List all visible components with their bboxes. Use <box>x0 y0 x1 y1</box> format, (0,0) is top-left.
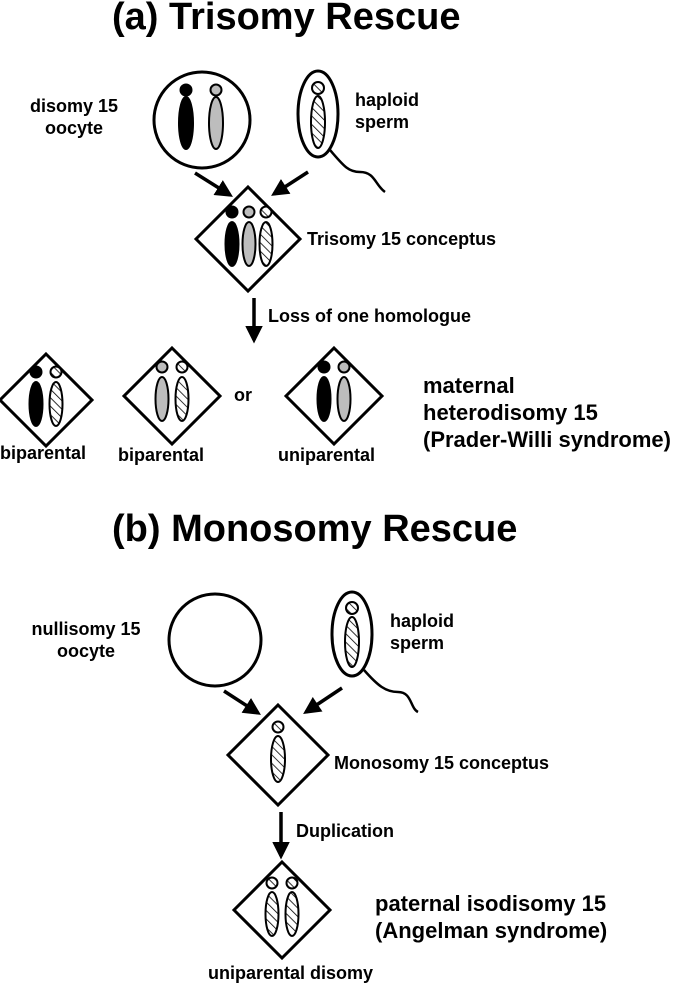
outcome-uniparental <box>283 345 385 447</box>
sperm-a-label-line2: sperm <box>355 112 410 132</box>
monosomy-conceptus <box>225 702 331 808</box>
result-maternal-heterodisomy: maternal heterodisomy 15 (Prader-Willi s… <box>423 372 671 453</box>
outcome-label-1: biparental <box>0 443 87 463</box>
nullisomy-oocyte-label-line2: oocyte <box>56 641 116 661</box>
trisomy-conceptus-label: Trisomy 15 conceptus <box>307 229 497 249</box>
outcome-label-uniparental-disomy: uniparental disomy <box>208 963 374 983</box>
outcome-biparental-1 <box>0 351 95 449</box>
arrow-sperm-to-conceptus-a <box>271 170 309 196</box>
arrow-sperm-to-conceptus-b <box>303 686 343 714</box>
arrow-oocyte-to-conceptus-b <box>223 689 261 715</box>
haploid-sperm-a <box>296 69 386 194</box>
title-trisomy-rescue: (a) Trisomy Rescue <box>112 0 461 38</box>
sperm-b-label: haploid sperm <box>390 610 454 654</box>
loss-step-label: Loss of one homologue <box>268 306 471 326</box>
title-monosomy-rescue: (b) Monosomy Rescue <box>112 508 518 550</box>
sperm-b-label-line1: haploid <box>390 611 454 631</box>
result-b-line1: paternal isodisomy 15 <box>375 891 607 916</box>
nullisomy-oocyte-label-line1: nullisomy 15 <box>31 619 141 639</box>
sperm-a-label-line1: haploid <box>355 90 419 110</box>
arrow-oocyte-to-conceptus-a <box>194 171 233 197</box>
or-label: or <box>234 385 252 405</box>
outcome-label-2: biparental <box>118 445 205 465</box>
outcome-biparental-2 <box>121 345 223 447</box>
monosomy-conceptus-label: Monosomy 15 conceptus <box>334 753 550 773</box>
nullisomy-oocyte <box>167 592 263 688</box>
nullisomy-oocyte-label: nullisomy 15 oocyte <box>22 618 150 662</box>
duplication-step-label: Duplication <box>296 821 394 841</box>
trisomy-conceptus <box>193 184 303 294</box>
sperm-b-label-line2: sperm <box>390 633 445 653</box>
disomy-oocyte-label-line1: disomy 15 <box>29 96 119 116</box>
result-a-line2: heterodisomy 15 <box>423 400 598 425</box>
outcome-label-3: uniparental <box>278 445 376 465</box>
result-b-line2: (Angelman syndrome) <box>375 918 608 943</box>
result-a-line1: maternal <box>423 373 515 398</box>
disomy-oocyte-label-line2: oocyte <box>44 118 104 138</box>
sperm-a-label: haploid sperm <box>355 89 419 133</box>
disomy-oocyte-label: disomy 15 oocyte <box>14 95 134 139</box>
disomy-oocyte <box>152 70 252 170</box>
haploid-sperm-b <box>330 590 419 714</box>
result-paternal-isodisomy: paternal isodisomy 15 (Angelman syndrome… <box>375 890 607 944</box>
result-a-line3: (Prader-Willi syndrome) <box>423 427 671 452</box>
outcome-uniparental-disomy <box>231 859 333 961</box>
